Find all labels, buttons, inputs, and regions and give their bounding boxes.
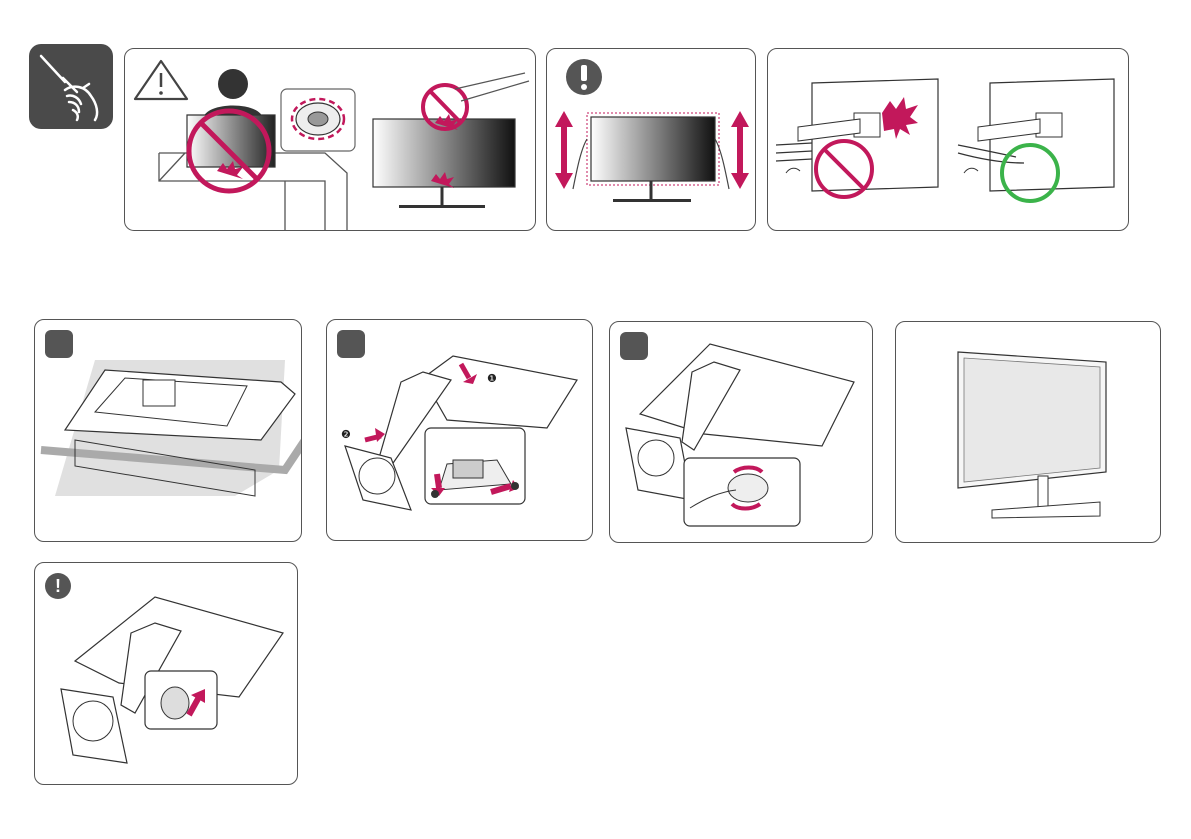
screwdriver-hand-icon bbox=[29, 44, 113, 129]
assembled-monitor-panel bbox=[895, 321, 1161, 543]
step-1-badge bbox=[45, 330, 73, 358]
caution-panel-lifting bbox=[546, 48, 756, 231]
step-3-panel bbox=[609, 321, 873, 543]
cable-routing-panel bbox=[767, 48, 1129, 231]
callout-1: ❶ bbox=[487, 372, 497, 385]
step-2-panel: ❶ ❷ bbox=[326, 319, 593, 541]
step-2-badge bbox=[337, 330, 365, 358]
warning-panel-handling bbox=[124, 48, 536, 231]
warning-triangle-icon bbox=[135, 61, 187, 99]
caution-panel-stand: ! bbox=[34, 562, 298, 785]
step-3-badge bbox=[620, 332, 648, 360]
step-1-panel bbox=[34, 319, 302, 542]
exclamation-circle-icon: ! bbox=[45, 573, 71, 599]
callout-2: ❷ bbox=[341, 428, 351, 441]
